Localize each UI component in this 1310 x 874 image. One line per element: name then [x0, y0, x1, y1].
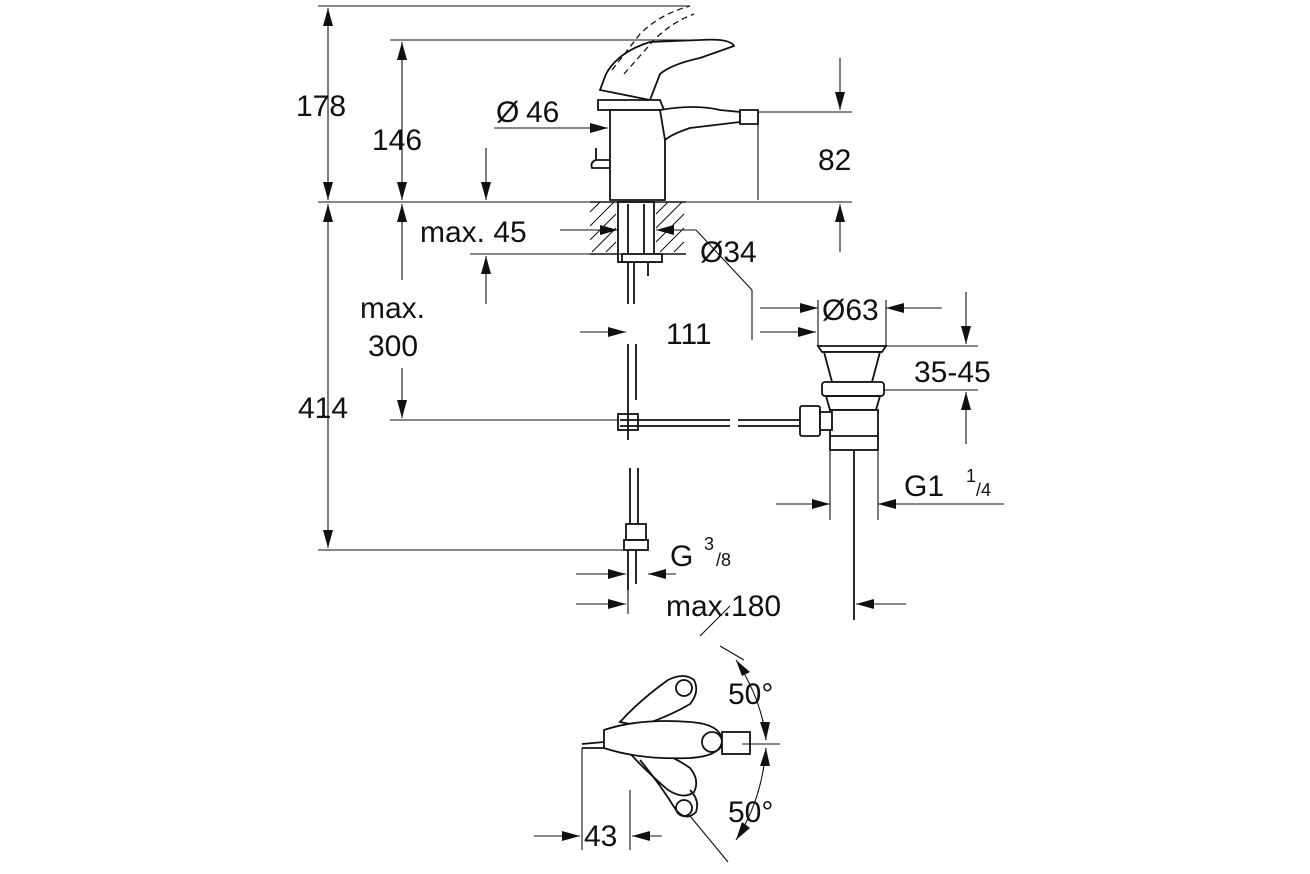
dim-body-diameter-symbol: Ø [496, 96, 519, 129]
dimension-labels: 178 146 Ø 46 82 max. 45 Ø34 Ø63 111 35-4… [296, 90, 991, 853]
dim-body-diameter: 46 [526, 96, 559, 129]
popup-rod [620, 419, 800, 427]
dim-waste-thread: G1 1 /4 [904, 466, 991, 503]
dim-hole-diameter: Ø34 [700, 236, 757, 269]
dim-total-height: 178 [296, 90, 346, 123]
dim-rotation-bottom: 50° [728, 796, 773, 829]
faucet-side-view [590, 5, 759, 201]
dim-rotation-top: 50° [728, 678, 773, 711]
supply-thread-numerator: 3 [704, 534, 714, 554]
dim-max-deck: max. 45 [420, 216, 527, 249]
deck-section [588, 201, 686, 304]
waste-thread-main: G1 [904, 470, 944, 503]
dim-supply-thread: G 3 /8 [670, 534, 731, 573]
waste-thread-denominator: /4 [976, 480, 991, 500]
arrowheads [323, 8, 971, 609]
dim-below-deck: 414 [298, 392, 348, 425]
top-view-dimensions [534, 605, 780, 863]
supply-thread-main: G [670, 540, 693, 573]
dim-spout-outlet: 82 [818, 144, 851, 177]
dim-spout-height: 146 [372, 124, 422, 157]
faucet-top-view [581, 675, 751, 818]
dim-waste-diameter: Ø63 [822, 294, 879, 327]
dim-rod-reach: 111 [666, 318, 712, 351]
dim-handle-offset: 43 [584, 820, 617, 853]
waste-thread-numerator: 1 [966, 466, 976, 486]
dim-waste-height: 35-45 [914, 356, 991, 389]
dim-max-below-line2: 300 [368, 330, 418, 363]
dim-max-below-line1: max. [360, 292, 425, 325]
waste-assembly [799, 345, 888, 620]
supply-thread-denominator: /8 [716, 550, 731, 570]
dim-max-spread: max.180 [666, 590, 781, 623]
supply-pipe [617, 344, 649, 590]
